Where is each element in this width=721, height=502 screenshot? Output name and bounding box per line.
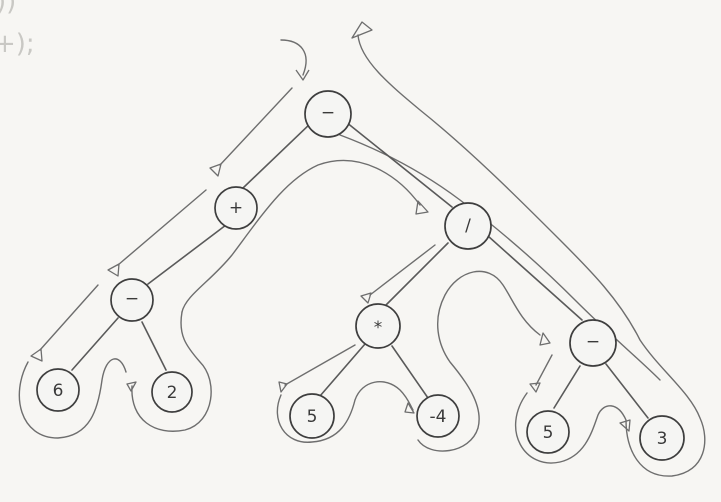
traversal-loop-leaf-6 xyxy=(18,358,127,439)
edge-minus-right-leaf-3 xyxy=(605,363,649,419)
traversal-contour xyxy=(18,21,706,477)
node-leaf-neg4-label: -4 xyxy=(430,407,447,427)
margin-text-line-2: +); xyxy=(0,29,35,59)
traversal-arrowhead-leaf2 xyxy=(126,381,137,392)
traversal-arrowhead-mul xyxy=(360,292,372,304)
node-minus-left: − xyxy=(110,278,154,322)
traversal-loop-leaf-neg4 xyxy=(417,270,541,452)
traversal-inner-right xyxy=(339,134,661,381)
node-mul-label: * xyxy=(374,318,383,338)
node-plus-label: + xyxy=(229,198,243,218)
node-root-label: − xyxy=(321,103,335,123)
edge-mul-leaf-neg4 xyxy=(391,345,429,399)
traversal-minus-right-descent xyxy=(535,354,553,386)
node-plus: + xyxy=(214,186,258,230)
traversal-arrowhead-leaf-neg4 xyxy=(404,402,415,414)
traversal-arrowhead-leaf3 xyxy=(619,419,631,432)
node-leaf-5b-label: 5 xyxy=(543,423,554,443)
traversal-arrowhead-plus xyxy=(209,163,222,177)
node-leaf-5a: 5 xyxy=(289,393,335,439)
margin-text-line-1: )) xyxy=(0,0,16,17)
traversal-arrowhead-leaf5b xyxy=(529,382,541,393)
traversal-div-descent xyxy=(369,244,436,296)
traversal-loop-right-leaves xyxy=(357,34,706,477)
node-leaf-2: 2 xyxy=(151,371,193,413)
node-minus-right-label: − xyxy=(586,332,600,352)
traversal-arrowhead-leaf6 xyxy=(30,348,43,362)
node-minus-left-label: − xyxy=(125,289,139,309)
traversal-mul-descent xyxy=(284,344,356,386)
node-leaf-6: 6 xyxy=(36,368,80,412)
traversal-left-descent-2 xyxy=(117,189,207,266)
edge-div-mul xyxy=(384,242,449,307)
traversal-return-to-div xyxy=(181,159,421,313)
tree-edges xyxy=(71,121,649,419)
node-leaf-6-label: 6 xyxy=(53,381,64,401)
node-leaf-3: 3 xyxy=(639,415,685,461)
traversal-left-descent-3 xyxy=(39,284,99,351)
node-leaf-5b: 5 xyxy=(526,410,570,454)
traversal-exit-arrowhead xyxy=(351,21,373,39)
node-div: / xyxy=(444,202,492,250)
edge-plus-minus-left xyxy=(147,224,227,285)
node-root: − xyxy=(304,90,352,138)
traversal-arrowhead-leaf5a xyxy=(278,381,288,393)
edge-minus-left-leaf-6 xyxy=(71,317,119,371)
traversal-loop-leaf-5a xyxy=(276,381,414,443)
edge-minus-left-leaf-2 xyxy=(141,321,167,371)
node-mul: * xyxy=(355,303,401,349)
traversal-left-descent xyxy=(219,87,293,166)
node-leaf-5a-label: 5 xyxy=(307,407,318,427)
traversal-arrowhead-div xyxy=(415,200,429,215)
traversal-arrowhead-minus xyxy=(107,263,120,277)
node-leaf-3-label: 3 xyxy=(657,429,668,449)
traversal-loop-leaf-2 xyxy=(131,311,212,432)
traversal-arrowhead-minus-right xyxy=(539,332,551,346)
edge-div-minus-right xyxy=(487,235,583,321)
node-leaf-2-label: 2 xyxy=(167,383,178,403)
traversal-entry-arrowhead xyxy=(295,69,310,81)
edge-minus-right-leaf-5b xyxy=(553,365,581,409)
edge-root-div xyxy=(345,121,453,208)
node-div-label: / xyxy=(465,216,471,236)
edge-mul-leaf-5a xyxy=(319,343,366,397)
node-leaf-neg4: -4 xyxy=(416,394,460,438)
traversal-entry-curve xyxy=(280,39,307,76)
edge-root-plus xyxy=(242,121,313,189)
node-minus-right: − xyxy=(569,319,617,367)
